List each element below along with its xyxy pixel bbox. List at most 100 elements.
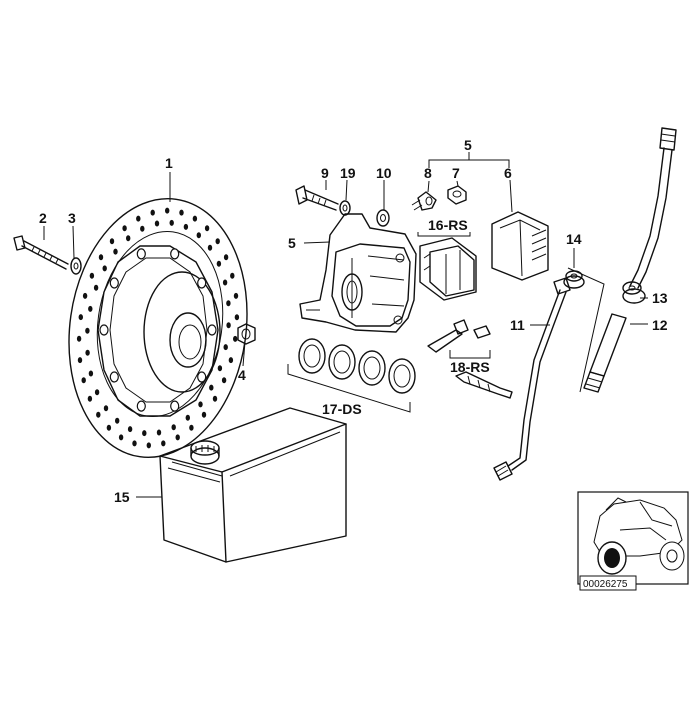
disc-washer[interactable] xyxy=(70,257,82,275)
bleeder-cap[interactable] xyxy=(447,185,467,205)
disc-hole xyxy=(223,254,229,261)
callout-labels: 1 2 3 4 5 5 6 7 8 9 10 11 12 13 14 15 16… xyxy=(39,137,668,505)
carrier-rivets xyxy=(99,248,217,412)
carrier-rivet xyxy=(170,248,180,260)
callout-18-rs: 18-RS xyxy=(450,359,490,375)
disc-hole xyxy=(88,305,93,312)
callout-5-side: 5 xyxy=(288,235,296,251)
brake-pipe[interactable] xyxy=(493,277,571,481)
disc-hole xyxy=(146,442,151,449)
callout-15: 15 xyxy=(114,489,130,505)
disc-hole xyxy=(81,377,86,384)
carrier-rivet xyxy=(170,400,180,412)
carrier-rivet xyxy=(197,277,207,289)
callout-16-rs: 16-RS xyxy=(428,217,468,233)
disc-hole xyxy=(221,377,227,384)
disc-hole xyxy=(185,414,190,421)
hose-grommet[interactable] xyxy=(622,281,646,304)
disc-hole xyxy=(82,292,88,299)
disc-hole xyxy=(226,322,231,329)
disc-hole xyxy=(136,215,141,222)
disc-hole xyxy=(169,219,174,226)
disc-hole xyxy=(109,238,115,245)
disc-hole xyxy=(132,440,137,447)
disc-hole xyxy=(103,405,109,412)
reference-code: 00026275 xyxy=(583,579,628,590)
disc-hole xyxy=(228,357,234,364)
callout-7: 7 xyxy=(452,165,460,181)
disc-hole xyxy=(207,244,213,251)
caliper-seals[interactable] xyxy=(298,338,416,394)
disc-hole xyxy=(77,357,83,364)
disc-hole xyxy=(118,434,124,441)
disc-hole xyxy=(93,284,99,291)
disc-hole xyxy=(156,429,162,436)
disc-hole xyxy=(94,389,100,396)
callout-2: 2 xyxy=(39,210,47,226)
caliper-washer[interactable] xyxy=(339,200,351,216)
callout-9: 9 xyxy=(321,165,329,181)
carrier-rivet xyxy=(197,371,207,383)
disc-hole xyxy=(192,215,198,222)
disc-hole xyxy=(89,272,95,279)
disc-hole xyxy=(230,272,235,279)
caliper-spacer[interactable] xyxy=(376,209,390,227)
disc-hole xyxy=(175,434,180,441)
brake-pads[interactable] xyxy=(419,237,477,301)
callout-6: 6 xyxy=(504,165,512,181)
brake-disc[interactable] xyxy=(53,187,263,469)
disc-bolt[interactable] xyxy=(13,235,69,270)
leader-lines xyxy=(43,152,648,498)
callout-10: 10 xyxy=(376,165,392,181)
disc-hole xyxy=(222,279,228,286)
disc-hole xyxy=(189,424,194,431)
pad-shim[interactable] xyxy=(491,211,549,281)
disc-hole xyxy=(161,440,166,447)
disc-hole xyxy=(126,235,131,242)
brake-hose[interactable] xyxy=(629,127,677,289)
disc-hole xyxy=(209,384,214,391)
disc-hole xyxy=(223,344,228,351)
brake-caliper[interactable] xyxy=(299,213,417,333)
disc-hole xyxy=(127,426,133,433)
disc-hole xyxy=(88,370,94,377)
bleeder-valve[interactable] xyxy=(411,191,437,211)
disc-hole xyxy=(140,225,145,232)
disc-hole xyxy=(102,265,107,272)
callout-4: 4 xyxy=(238,367,246,383)
disc-hole xyxy=(165,207,170,214)
disc-hole xyxy=(76,335,82,342)
disc-hole xyxy=(142,430,147,437)
disc-nut[interactable] xyxy=(237,323,256,345)
disc-hole xyxy=(212,395,218,402)
callout-12: 12 xyxy=(652,317,668,333)
pad-pins[interactable] xyxy=(427,319,513,399)
disc-hole xyxy=(171,424,176,431)
disc-hole xyxy=(85,327,90,334)
disc-hole xyxy=(196,232,201,239)
disc-hole xyxy=(96,411,101,418)
callout-13: 13 xyxy=(652,290,668,306)
callout-8: 8 xyxy=(424,165,432,181)
callout-1: 1 xyxy=(165,155,173,171)
callout-14: 14 xyxy=(566,231,582,247)
caliper-bolt[interactable] xyxy=(295,185,339,211)
brake-fluid-can[interactable] xyxy=(159,407,347,563)
disc-hole xyxy=(98,254,104,261)
disc-hole xyxy=(179,209,184,216)
disc-hole xyxy=(198,401,203,408)
disc-hole xyxy=(234,314,240,321)
disc-hole xyxy=(78,314,84,321)
disc-hole xyxy=(113,248,118,255)
disc-holes xyxy=(76,207,240,449)
hose-fitting[interactable] xyxy=(583,313,627,393)
carrier-rivet xyxy=(99,324,109,336)
callout-19: 19 xyxy=(340,165,356,181)
callout-3: 3 xyxy=(68,210,76,226)
disc-hole xyxy=(226,300,231,307)
carrier-rivet xyxy=(136,400,146,412)
disc-hole xyxy=(217,365,223,372)
disc-hole xyxy=(85,349,90,356)
disc-hole xyxy=(115,417,120,424)
